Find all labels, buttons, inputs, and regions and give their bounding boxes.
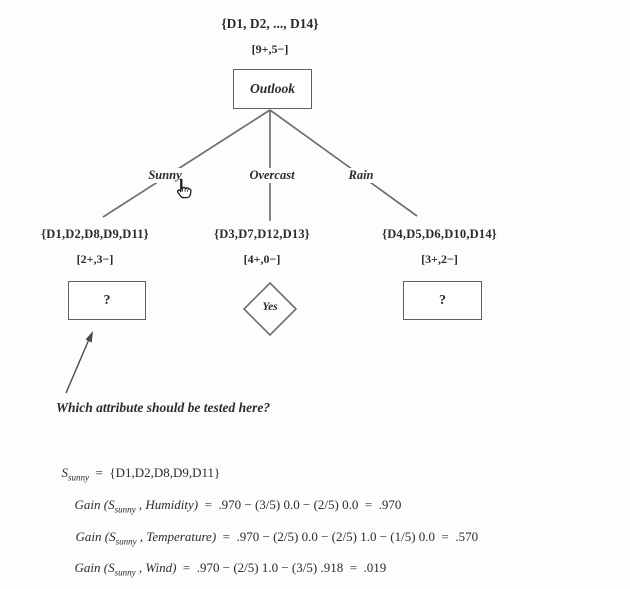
branch-line-rain (269, 109, 418, 217)
annotation-question: Which attribute should be tested here? (56, 400, 271, 415)
outlook-node-box: Outlook (233, 69, 312, 109)
formula-s-sunny-sub: sunny (68, 472, 89, 483)
sunny-counts: [2+,3−] (76, 252, 114, 266)
annotation-arrow-line (65, 336, 91, 394)
rain-question-mark: ? (439, 292, 446, 308)
formula-s-sunny-base: S (61, 465, 69, 480)
rain-set-label: {D4,D5,D6,D10,D14} (382, 227, 497, 241)
yes-node-label: Yes (262, 301, 278, 313)
gain-temperature-pre: Gain (S (75, 529, 116, 544)
overcast-set-label: {D3,D7,D12,D13} (214, 227, 310, 241)
formula-gain-wind: Gain (Ssunny , Wind) = .970 − (2/5) 1.0 … (68, 544, 387, 578)
outlook-node-label: Outlook (249, 81, 295, 96)
formula-s-sunny: Ssunny = {D1,D2,D8,D9,D11} (55, 449, 221, 483)
hand-pointer-cursor-icon (169, 175, 198, 204)
gain-wind-attr: , Wind) (135, 560, 177, 575)
gain-wind-sub: sunny (114, 567, 136, 578)
gain-humidity-sub: sunny (114, 504, 136, 515)
sunny-unknown-node-box: ? (68, 281, 146, 320)
gain-temperature-math: = .970 − (2/5) 0.0 − (2/5) 1.0 − (1/5) 0… (216, 529, 479, 544)
gain-humidity-attr: , Humidity) (135, 497, 199, 512)
formula-gain-humidity: Gain (Ssunny , Humidity) = .970 − (3/5) … (68, 481, 402, 515)
branch-label-rain: Rain (338, 168, 384, 183)
gain-wind-math: = .970 − (2/5) 1.0 − (3/5) .918 = .019 (176, 560, 387, 575)
formula-gain-temperature: Gain (Ssunny , Temperature) = .970 − (2/… (69, 513, 479, 547)
gain-temperature-sub: sunny (115, 536, 137, 547)
gain-humidity-pre: Gain (S (74, 497, 115, 512)
sunny-set-label: {D1,D2,D8,D9,D11} (41, 227, 149, 241)
sunny-question-mark: ? (103, 292, 111, 308)
rain-counts: [3+,2−] (421, 252, 458, 266)
rain-unknown-node-box: ? (403, 281, 482, 320)
annotation-arrow-head (85, 331, 93, 343)
branch-label-sunny[interactable]: Sunny (138, 168, 192, 183)
branch-line-sunny (102, 109, 271, 218)
gain-wind-pre: Gain (S (74, 560, 115, 575)
tree-root-set-label: {D1, D2, ..., D14} (221, 16, 319, 31)
tree-root-counts: [9+,5−] (251, 42, 289, 56)
overcast-counts: [4+,0−] (243, 252, 281, 266)
gain-temperature-attr: , Temperature) (136, 529, 217, 544)
formula-s-sunny-math: = {D1,D2,D8,D9,D11} (89, 465, 221, 480)
branch-label-overcast: Overcast (234, 168, 310, 183)
gain-humidity-math: = .970 − (3/5) 0.0 − (2/5) 0.0 = .970 (198, 497, 402, 512)
yes-diamond-shape (242, 281, 298, 337)
